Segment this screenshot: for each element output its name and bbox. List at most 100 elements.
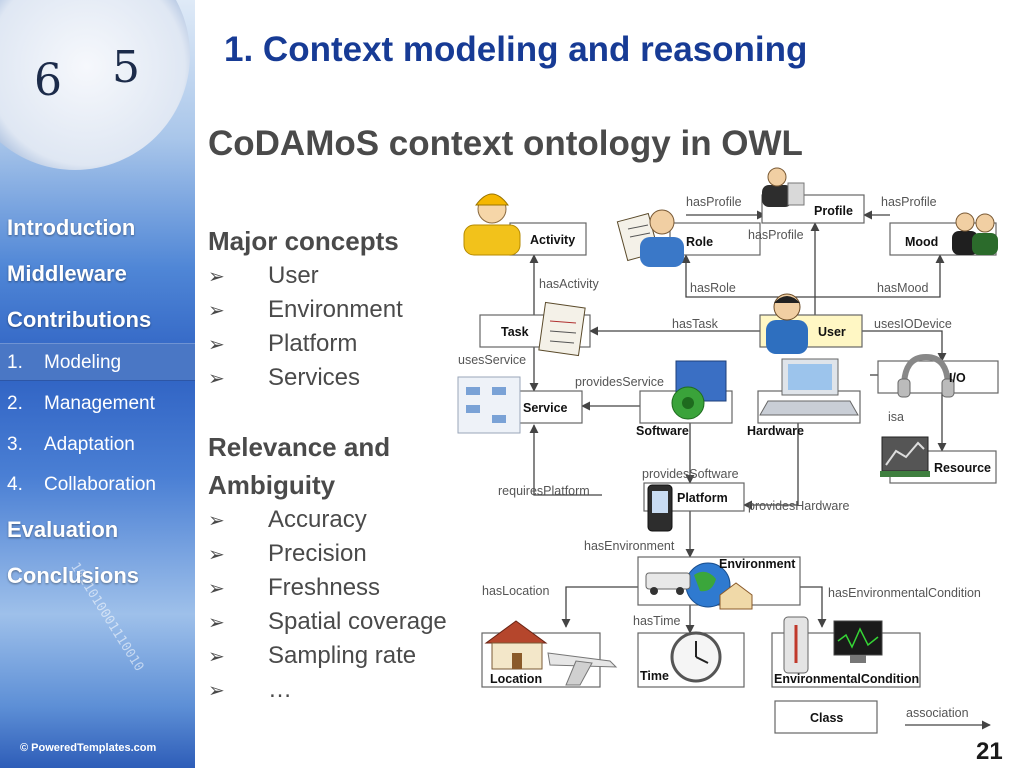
bullet-text: Services <box>268 364 361 391</box>
label-io: I/O <box>949 371 966 385</box>
line-hasMood <box>815 254 945 298</box>
bullet-item: ➢ Freshness <box>208 571 380 605</box>
task-clipboard-icon <box>538 301 586 357</box>
businessman-icon <box>762 167 805 207</box>
arrow-bullet-icon: ➢ <box>208 510 225 532</box>
section-heading-ambiguity: Ambiguity <box>208 470 336 500</box>
nav-middleware[interactable]: Middleware <box>7 261 127 286</box>
rel-usesIODevice: usesIODevice <box>874 317 952 331</box>
subnav-collaboration[interactable]: 4.Collaboration <box>0 466 195 504</box>
arrow-bullet-icon: ➢ <box>208 544 225 566</box>
subnav-number: 3. <box>7 434 23 455</box>
line-requiresPlatform <box>529 424 602 496</box>
box-activity <box>509 222 587 256</box>
subnav-management[interactable]: 2.Management <box>0 385 195 423</box>
arrow-bullet-icon: ➢ <box>208 368 225 390</box>
bullet-item: ➢ User <box>208 259 319 293</box>
nav-contributions[interactable]: Contributions <box>7 307 152 332</box>
house-icon <box>484 620 548 670</box>
bullet-text: Platform <box>268 330 358 357</box>
monitor-icon <box>880 436 930 477</box>
subnav-label: Management <box>44 393 155 414</box>
arrow-bullet-icon: ➢ <box>208 578 225 600</box>
thermometer-icon <box>783 616 809 674</box>
rel-hasEnvironmentalCondition: hasEnvironmentalCondition <box>828 586 981 600</box>
section-heading-relevance: Relevance and <box>208 432 391 462</box>
bullet-text: Spatial coverage <box>268 608 447 635</box>
headphones-icon <box>897 353 955 398</box>
line-usesIODevice <box>862 330 947 362</box>
bullet-item: ➢… <box>208 673 292 707</box>
nav-evaluation[interactable]: Evaluation <box>7 517 119 542</box>
clock-digit: 6 <box>34 55 62 106</box>
user-person-icon <box>766 293 808 354</box>
flowchart-icon <box>457 376 521 434</box>
clock-digit: 5 <box>112 42 140 93</box>
worker-icon <box>463 193 521 256</box>
powered-by-text: © PoweredTemplates.com <box>20 742 157 754</box>
subnav-modeling[interactable]: 1. Modeling <box>0 343 195 381</box>
rel-hasProfile-3: hasProfile <box>748 228 804 242</box>
label-mood: Mood <box>905 235 938 249</box>
laptop-icon <box>759 358 859 416</box>
arrow-bullet-icon: ➢ <box>208 612 225 634</box>
rel-hasProfile-1: hasProfile <box>686 195 742 209</box>
arrow-bullet-icon: ➢ <box>208 334 225 356</box>
rel-hasTask: hasTask <box>672 317 719 331</box>
box-io <box>877 360 999 394</box>
bullet-item: ➢ Environment <box>208 293 403 327</box>
nav-introduction[interactable]: Introduction <box>7 215 136 240</box>
subnav-label: Adaptation <box>44 434 135 455</box>
rel-requiresPlatform: requiresPlatform <box>498 484 590 498</box>
bullet-item: ➢Sampling rate <box>208 639 416 673</box>
label-resource: Resource <box>934 461 991 475</box>
slide-subtitle: CoDAMoS context ontology in OWL <box>208 124 803 163</box>
slide-title: 1. Context modeling and reasoning <box>224 30 808 69</box>
bullet-text: Freshness <box>268 574 381 601</box>
box-role <box>669 222 761 256</box>
subnav-label: Modeling <box>44 352 122 373</box>
rel-hasProfile-2: hasProfile <box>881 195 937 209</box>
ontology-diagram: Activity Role Profile Mood Task User I/O… <box>457 167 999 734</box>
label-time: Time <box>640 669 669 683</box>
bullet-item: ➢ Precision <box>208 537 367 571</box>
label-location: Location <box>490 672 542 686</box>
rel-providesSoftware: providesSoftware <box>642 467 739 481</box>
legend-class-box <box>774 700 878 734</box>
rel-isa: isa <box>888 410 904 424</box>
rel-providesHardware: providesHardware <box>748 499 849 513</box>
label-platform: Platform <box>677 491 728 505</box>
bullet-item: ➢ Platform <box>208 327 357 361</box>
label-environment: Environment <box>719 557 796 571</box>
globe-icon <box>645 562 753 610</box>
bullet-text: User <box>268 262 319 289</box>
bullet-item: ➢ Services <box>208 361 360 395</box>
line-hasLocation <box>561 586 638 628</box>
label-software: Software <box>636 424 689 438</box>
legend-class-label: Class <box>810 711 843 725</box>
rel-hasEnvironment: hasEnvironment <box>584 539 675 553</box>
two-people-icon <box>952 212 998 255</box>
subnav-number: 1. <box>7 352 23 373</box>
rel-hasTime: hasTime <box>633 614 681 628</box>
arrow-bullet-icon: ➢ <box>208 266 225 288</box>
person-blue-shirt-icon <box>640 209 684 267</box>
rel-hasActivity: hasActivity <box>539 277 599 291</box>
line-hasRole <box>681 254 815 298</box>
page-number: 21 <box>976 738 1003 765</box>
legend-association-label: association <box>906 706 969 720</box>
clock-icon <box>670 631 722 683</box>
bullet-text: Precision <box>268 540 367 567</box>
bullet-text: Accuracy <box>268 506 367 533</box>
nav-conclusions[interactable]: Conclusions <box>7 563 140 588</box>
label-environmental-condition: EnvironmentalCondition <box>774 672 919 686</box>
arrow-bullet-icon: ➢ <box>208 300 225 322</box>
label-service: Service <box>523 401 568 415</box>
bullet-text: Environment <box>268 296 403 323</box>
subnav-adaptation[interactable]: 3. Adaptation <box>0 426 195 464</box>
bullet-text: Sampling rate <box>268 642 417 669</box>
label-role: Role <box>686 235 713 249</box>
arrow-bullet-icon: ➢ <box>208 680 225 702</box>
sidebar: 6 5 1011010001110010 Introduction Middle… <box>0 0 195 768</box>
line-providesHardware <box>743 423 799 510</box>
